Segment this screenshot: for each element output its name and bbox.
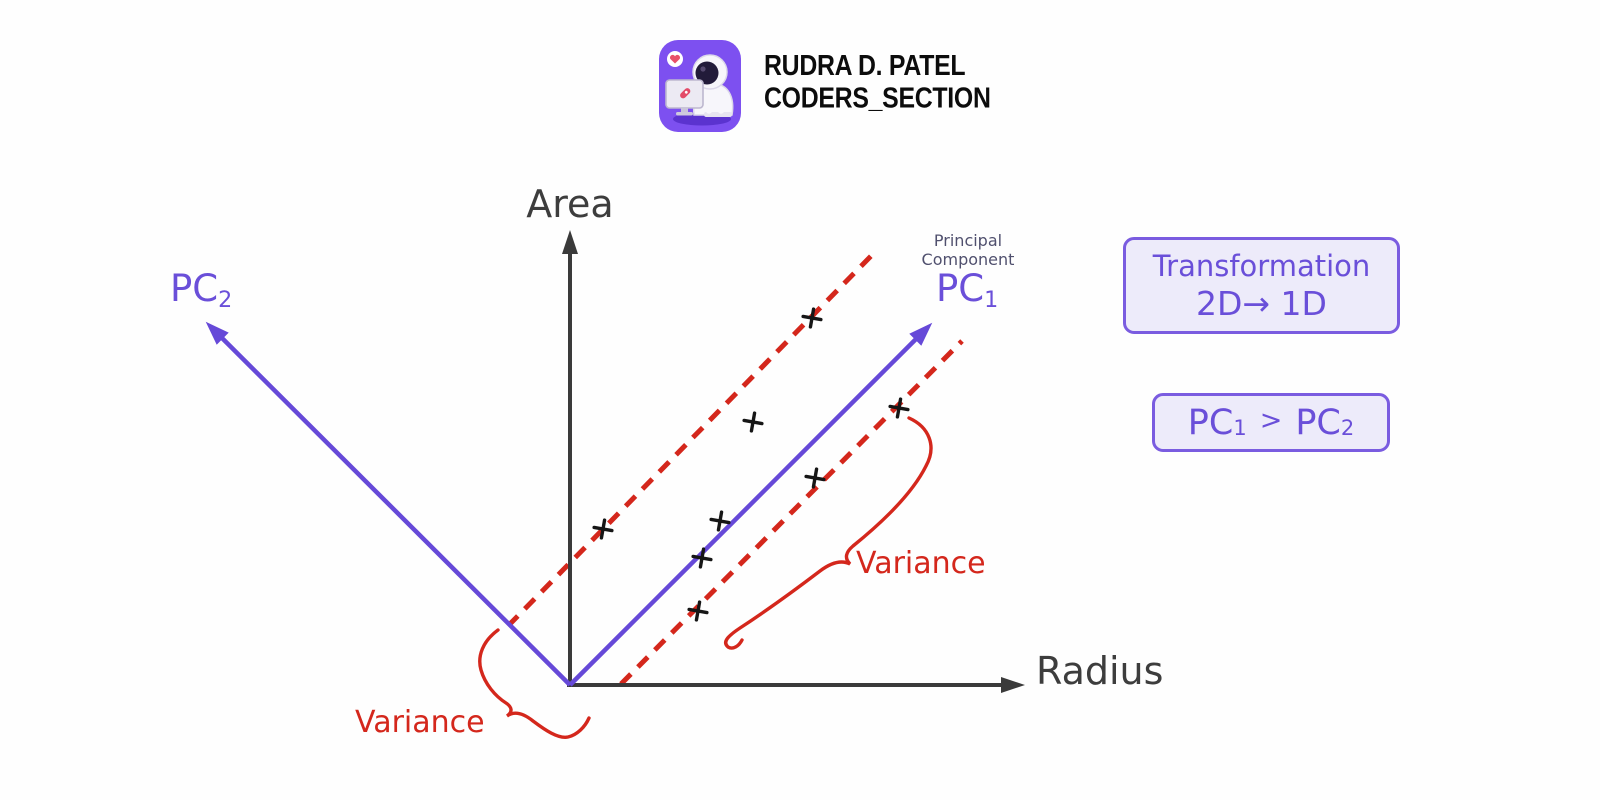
- brand-title: RUDRA D. PATEL CODERS_SECTION: [764, 50, 991, 115]
- monitor-stand: [681, 108, 688, 112]
- comparison-pc1-base: PC: [1187, 402, 1234, 443]
- variance-brace-right: [723, 416, 933, 650]
- transformation-title: Transformation: [1152, 249, 1371, 283]
- visor-highlight: [700, 66, 706, 72]
- astronaut-hand-left: [705, 107, 713, 114]
- y-axis-label: Area: [526, 182, 614, 226]
- brand-name: RUDRA D. PATEL: [764, 50, 966, 82]
- comparison-pc2-base: PC: [1295, 402, 1341, 443]
- data-point-cross: [742, 411, 764, 433]
- pc1-subscript: 1: [984, 287, 999, 314]
- variance-label-pc2: Variance: [355, 705, 485, 740]
- data-point-cross: [691, 547, 713, 569]
- comparison-operator: >: [1259, 405, 1283, 436]
- annotation-line1: Principal: [933, 231, 1003, 250]
- comparison-pc2-subscript: 2: [1340, 416, 1355, 441]
- astronaut-hand-right: [717, 107, 725, 114]
- data-point-cross: [592, 518, 614, 540]
- lower-spread-dashed-line: [619, 339, 964, 686]
- monitor-base: [676, 112, 693, 116]
- pc2-base: PC: [170, 267, 219, 310]
- rocket-icon: [680, 88, 691, 99]
- keyboard: [704, 112, 732, 117]
- variance-label-pc1: Variance: [856, 546, 986, 581]
- brand-handle: CODERS_SECTION: [764, 82, 991, 115]
- transformation-callout: Transformation 2D→ 1D: [1123, 237, 1400, 334]
- annotation-line2: Component: [921, 250, 1015, 269]
- data-points-layer: [592, 307, 910, 622]
- pc1-arrow: [568, 322, 933, 687]
- pc2-label: PC2: [170, 267, 233, 314]
- principal-component-annotation: Principal Component: [898, 231, 1038, 269]
- data-point-cross: [888, 397, 910, 419]
- pc2-subscript: 2: [218, 287, 233, 314]
- data-point-cross: [687, 600, 709, 622]
- data-point-cross: [804, 467, 826, 489]
- data-point-cross: [709, 510, 731, 532]
- data-point-cross: [801, 307, 823, 329]
- astronaut-coder-logo-icon: [659, 40, 741, 132]
- heart-icon: [669, 54, 681, 64]
- x-axis-label: Radius: [1036, 649, 1164, 693]
- pc2-arrow: [205, 321, 572, 687]
- pc1-label: PC1: [936, 267, 999, 314]
- pc1-base: PC: [936, 267, 985, 310]
- transformation-detail: 2D→ 1D: [1196, 284, 1327, 323]
- brand-header: RUDRA D. PATEL CODERS_SECTION: [658, 39, 991, 133]
- variance-brace-left: [478, 628, 591, 739]
- comparison-pc1-subscript: 1: [1233, 416, 1247, 441]
